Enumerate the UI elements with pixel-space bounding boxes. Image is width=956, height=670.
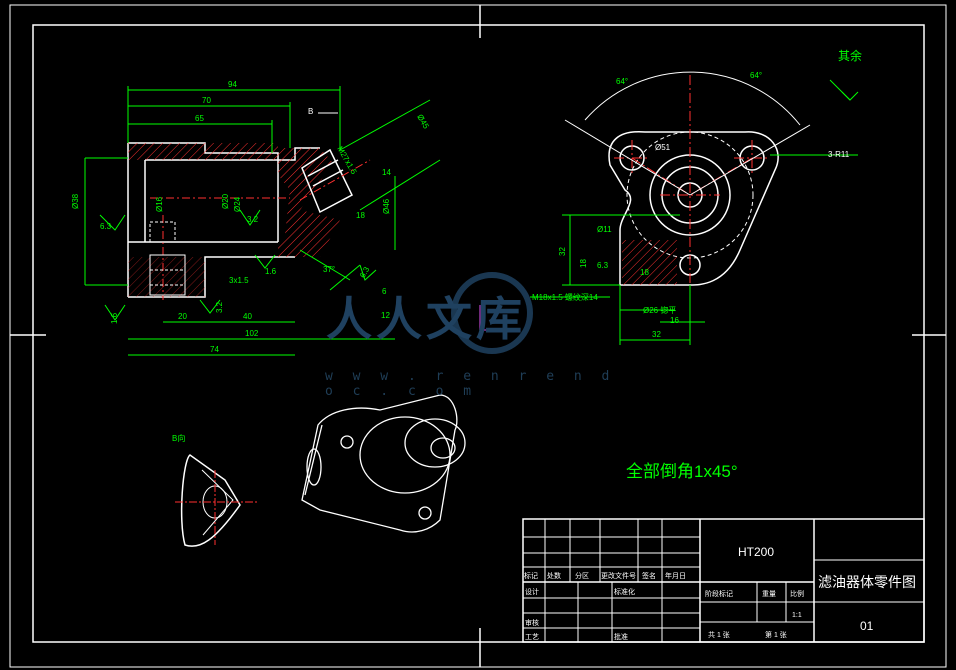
side-view: [564, 71, 811, 290]
angle-64-left: 64°: [616, 77, 628, 86]
dim-32-side: 32: [558, 247, 567, 256]
tb-zone: 分区: [575, 571, 589, 580]
chamfer-note: 全部倒角1x45°: [626, 462, 738, 481]
side-dim-text: 64° 64° Ø51 3-R11 Ø11 32 18 6.3 32 16 18…: [532, 71, 850, 339]
side-dimensions: [530, 79, 859, 345]
dim-3-r11: 3-R11: [828, 150, 850, 159]
title-block-text: 标记 处数 分区 更改文件号 签名 年月日 设计 标准化 审核 工艺 批准 阶段…: [524, 545, 916, 641]
angle-64-right: 64°: [750, 71, 762, 80]
chamfer-3x15: 3x1.5: [229, 276, 249, 285]
tb-date: 年月日: [665, 571, 686, 580]
dim-94: 94: [228, 80, 237, 89]
roughness-other-note: 其余: [838, 48, 862, 63]
tb-sheets-total: 共 1 张: [708, 630, 730, 639]
tb-weight: 重量: [762, 590, 776, 598]
watermark-logo: [451, 272, 533, 354]
dim-phi26: Ø26 锪平: [643, 305, 676, 315]
rough-63b: 6.3: [358, 265, 372, 280]
dim-phi24: Ø24: [233, 196, 242, 212]
watermark-url: w w w . r e n r e n d o c . c o m: [325, 369, 616, 399]
dim-32-bottom: 32: [652, 330, 661, 339]
dim-20: 20: [178, 312, 187, 321]
dim-6: 6: [382, 287, 387, 296]
front-section-view: [127, 142, 371, 300]
tb-design: 设计: [525, 587, 539, 596]
dim-phi16: Ø16: [155, 196, 164, 212]
isometric-view: [301, 394, 466, 533]
tb-standard: 标准化: [614, 587, 635, 596]
tb-part-name: 滤油器体零件图: [818, 574, 916, 590]
dim-18-bottom: 18: [640, 268, 649, 277]
rough-63: 6.3: [100, 222, 112, 231]
tb-ratio: 比例: [790, 589, 804, 598]
dim-phi20: Ø20: [221, 193, 230, 209]
front-dimensions: [84, 86, 441, 356]
dim-phi11: Ø11: [597, 225, 612, 234]
dim-18-side: 18: [579, 259, 588, 268]
tb-drawing-no: 01: [860, 619, 874, 633]
inner-border: [32, 24, 925, 643]
dim-18: 18: [356, 211, 365, 220]
tb-mark: 标记: [524, 571, 538, 580]
tb-stage-mark: 阶段标记: [705, 589, 733, 598]
tb-sign: 签名: [642, 571, 656, 580]
thread-m18: M18x1.5 螺纹深14: [532, 292, 598, 302]
angle-37: 37°: [323, 265, 335, 274]
watermark-brand: 人人文库: [326, 292, 526, 346]
rough-32: 3.2: [247, 215, 259, 224]
dim-14: 14: [382, 168, 391, 177]
tb-review: 审核: [525, 618, 539, 627]
dim-65: 65: [195, 114, 204, 123]
outer-border: [9, 4, 947, 668]
dim-40: 40: [243, 312, 252, 321]
b-view: [175, 454, 258, 547]
tb-count: 处数: [547, 571, 561, 580]
title-block: [522, 518, 925, 643]
center-marks: [10, 5, 946, 667]
tb-process: 工艺: [525, 633, 539, 641]
tb-sheet-no: 第 1 张: [765, 630, 787, 639]
dim-12: 12: [381, 311, 390, 320]
dim-phi46: Ø46: [382, 198, 391, 214]
view-b-label: B向: [172, 433, 185, 443]
rough-16b: 1.6: [110, 312, 119, 324]
tb-change-doc: 更改文件号: [601, 571, 636, 580]
dim-70: 70: [202, 96, 211, 105]
dim-102: 102: [245, 329, 259, 338]
rough-63-side: 6.3: [597, 261, 609, 270]
rough-32b: 3.2: [215, 301, 224, 313]
marker-b: B: [308, 107, 313, 116]
tb-scale: 1:1: [792, 612, 802, 619]
tb-material: HT200: [738, 545, 774, 559]
dim-phi38: Ø38: [71, 193, 80, 209]
dim-74: 74: [210, 345, 219, 354]
tb-approve: 批准: [614, 632, 628, 641]
dim-16: 16: [670, 316, 679, 325]
dim-phi51: Ø51: [655, 143, 671, 152]
rough-16: 1.6: [265, 267, 277, 276]
dim-phi45: Ø45: [415, 113, 431, 131]
